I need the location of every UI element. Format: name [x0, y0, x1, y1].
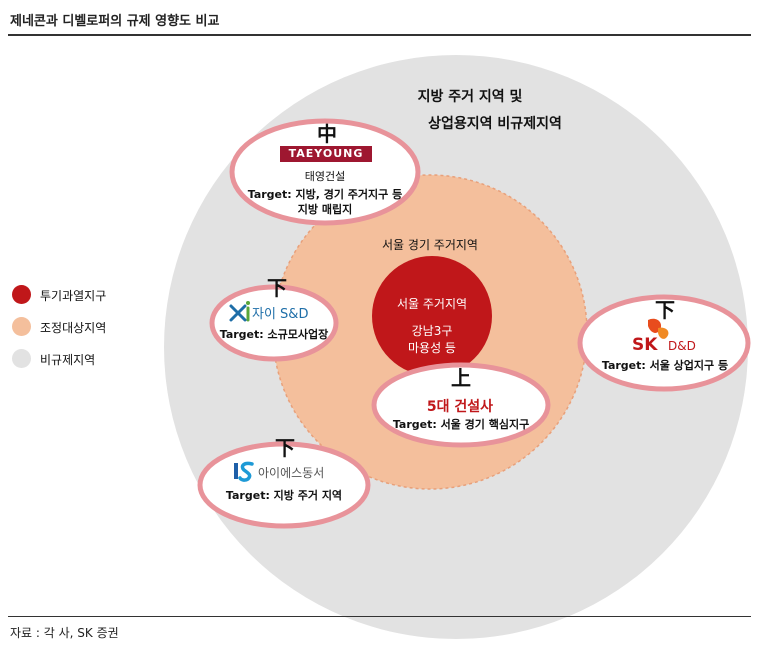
xi-logo-icon: [229, 301, 250, 322]
overheated-zone-circle: [372, 256, 492, 376]
top-divider: [8, 34, 751, 36]
legend-label-overheated: 투기과열지구: [40, 289, 107, 303]
page-title: 제네콘과 디벨로퍼의 규제 영향도 비교: [10, 14, 220, 29]
sk-bubble: [577, 294, 751, 392]
sk-logo-dnd: D&D: [668, 339, 696, 353]
is-logo-icon: [234, 461, 254, 482]
top5-target: Target: 서울 경기 핵심지구: [392, 418, 530, 431]
legend-swatch-adjusted: [12, 317, 31, 336]
xi-bubble: [209, 284, 339, 362]
bottom-divider: [8, 616, 751, 617]
legend-label-adjusted: 조정대상지역: [40, 321, 107, 335]
top5-name: 5대 건설사: [426, 399, 494, 415]
inner-zone-label-line3: 마용성 등: [408, 341, 456, 355]
sk-grade: 下: [655, 298, 675, 322]
is-target: Target: 지방 주거 지역: [225, 489, 343, 502]
xi-grade: 下: [267, 276, 287, 300]
taeyoung-logo: TAEYOUNG: [280, 146, 372, 162]
top5-grade: 上: [451, 366, 471, 390]
middle-zone-label: 서울 경기 주거지역: [382, 238, 478, 252]
taeyoung-target-line2: 지방 매립지: [297, 203, 353, 216]
legend-label-unregulated: 비규제지역: [40, 353, 96, 367]
outer-zone-label-line1: 지방 주거 지역 및: [417, 89, 523, 105]
inner-zone-label-line1: 서울 주거지역: [396, 297, 468, 311]
legend-swatch-unregulated: [12, 349, 31, 368]
is-grade: 下: [275, 436, 295, 460]
sk-butterfly-icon: [648, 318, 669, 339]
outer-zone-label-line2: 상업용지역 비규제지역: [428, 116, 562, 132]
xi-logo-text: 자이 S&D: [252, 307, 309, 322]
source-note: 자료 : 각 사, SK 증권: [10, 626, 119, 640]
taeyoung-grade: 中: [317, 122, 337, 146]
top5-bubble: [371, 362, 551, 448]
legend-swatch-overheated: [12, 285, 31, 304]
taeyoung-target-line1: Target: 지방, 경기 주거지구 등: [247, 188, 403, 201]
taeyoung-name: 태영건설: [304, 170, 346, 183]
is-logo-text: 아이에스동서: [258, 466, 325, 480]
xi-target: Target: 소규모사업장: [219, 328, 329, 341]
sk-target: Target: 서울 상업지구 등: [601, 359, 729, 372]
inner-zone-label-line2: 강남3구: [411, 324, 453, 338]
sk-logo-sk: SK: [632, 335, 658, 355]
